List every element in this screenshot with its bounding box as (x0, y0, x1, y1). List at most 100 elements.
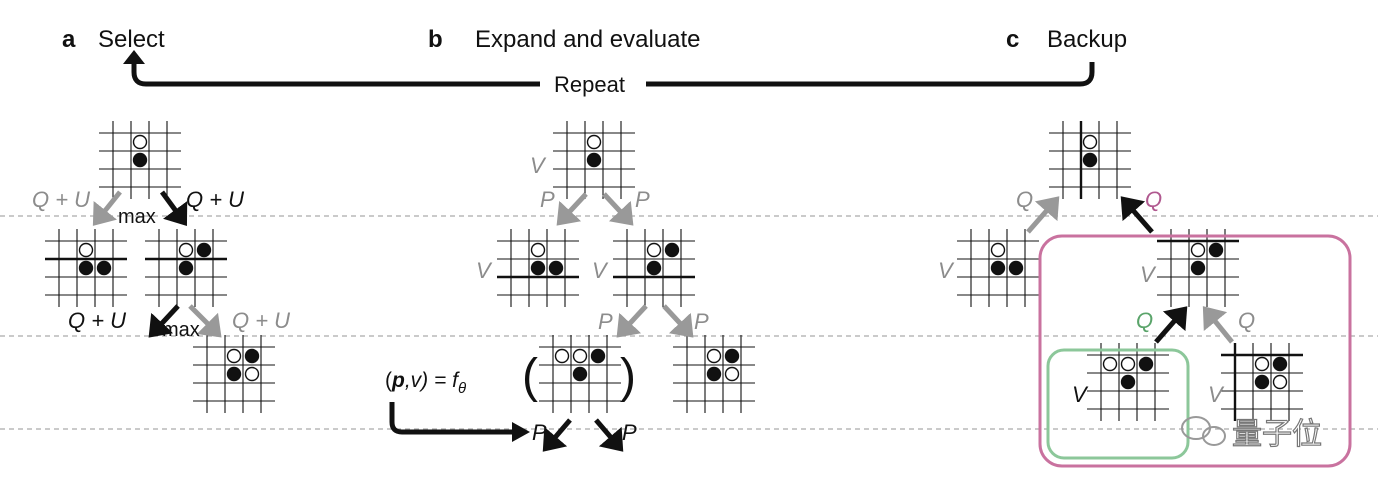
arrow-b-leaf-right (594, 418, 624, 452)
white-stone (554, 348, 570, 364)
black-stone (990, 260, 1006, 276)
label-b-v-left: V (476, 258, 493, 283)
white-stone (1120, 356, 1136, 372)
black-stone (1272, 356, 1288, 372)
watermark-text: 量子位 (1232, 418, 1322, 451)
black-stone (530, 260, 546, 276)
label-c-v-left: V (938, 258, 955, 283)
go-board-a-leaf (193, 335, 275, 413)
black-stone (590, 348, 606, 364)
black-stone (548, 260, 564, 276)
white-stone (244, 366, 260, 382)
leaf-evaluation-highlight (1046, 348, 1190, 460)
go-board-c-leaf-green (1087, 343, 1169, 421)
label-c-v-leaf-grey: V (1208, 382, 1225, 407)
black-stone (646, 260, 662, 276)
arrow-b-mid-left (616, 304, 648, 338)
black-stone (226, 366, 242, 382)
panel-b-letter: b (428, 26, 443, 53)
black-stone (1208, 242, 1224, 258)
arrow-a-mid-left (148, 304, 180, 338)
black-stone (1082, 152, 1098, 168)
label-c-q-grey-bottom: Q (1238, 308, 1255, 333)
white-stone (990, 242, 1006, 258)
label-a-max-1: max (118, 206, 156, 228)
label-a-max-2: max (162, 319, 200, 341)
white-stone (586, 134, 602, 150)
arrow-c-grey-up (1202, 306, 1234, 344)
black-stone (178, 260, 194, 276)
label-b-p-5: P (532, 420, 547, 445)
label-a-qu-bottom-left: Q + U (68, 308, 126, 333)
black-stone (724, 348, 740, 364)
go-board-a-left (45, 229, 127, 307)
arrow-c-right-up (1120, 196, 1154, 234)
black-stone (664, 242, 680, 258)
black-stone (572, 366, 588, 382)
go-board-b-root (553, 121, 635, 199)
label-a-qu-bottom-right: Q + U (232, 308, 290, 333)
wechat-icon (1181, 416, 1226, 446)
label-a-qu-left: Q + U (32, 187, 90, 212)
label-b-p-2: P (635, 187, 650, 212)
white-stone (1254, 356, 1270, 372)
panel-a-letter: a (62, 26, 76, 53)
black-stone (1120, 374, 1136, 390)
label-c-v-leaf-black: V (1072, 382, 1089, 407)
network-input-arrow (389, 402, 512, 435)
label-b-p-3: P (598, 309, 613, 334)
go-board-c-mid (1157, 229, 1239, 307)
go-board-c-root (1049, 121, 1131, 199)
label-b-root-v: V (530, 153, 547, 178)
backup-subtree-highlight (1038, 234, 1352, 468)
paren-right: ) (620, 350, 636, 403)
label-b-p-4: P (694, 309, 709, 334)
black-stone (1138, 356, 1154, 372)
arrow-a-root-right (159, 190, 188, 227)
arrow-b-root-right (602, 192, 634, 226)
arrow-a-mid-right (188, 304, 222, 338)
panel-c-letter: c (1006, 26, 1019, 53)
black-stone (132, 152, 148, 168)
white-stone (132, 134, 148, 150)
board-group (45, 121, 1303, 421)
panel-a-title: Select (98, 26, 165, 53)
watermark: 量子位 (1181, 416, 1323, 452)
black-stone (706, 366, 722, 382)
panel-b-title: Expand and evaluate (475, 26, 701, 53)
white-stone (226, 348, 242, 364)
paren-left: ( (522, 350, 538, 403)
go-board-a-root (99, 121, 181, 199)
label-b-p-6: P (622, 420, 637, 445)
white-stone (78, 242, 94, 258)
white-stone (706, 348, 722, 364)
arrow-c-green-up (1154, 306, 1188, 344)
black-stone (78, 260, 94, 276)
arrow-a-root-left (92, 190, 122, 226)
repeat-loop-tail (646, 62, 1095, 87)
black-stone (1008, 260, 1024, 276)
white-stone (572, 348, 588, 364)
black-stone (1190, 260, 1206, 276)
label-c-v-mid: V (1140, 262, 1157, 287)
panel-c-title: Backup (1047, 26, 1127, 53)
white-stone (178, 242, 194, 258)
repeat-loop-arrow (131, 62, 540, 87)
label-a-qu-right: Q + U (186, 187, 244, 212)
label-c-q-green: Q (1136, 308, 1153, 333)
label-c-q-pink: Q (1145, 187, 1162, 212)
white-stone (724, 366, 740, 382)
black-stone (196, 242, 212, 258)
arrow-b-mid-right (662, 304, 694, 338)
white-stone (1190, 242, 1206, 258)
white-stone (530, 242, 546, 258)
network-label: (p,v) = fθ (385, 369, 466, 397)
go-board-b-left (497, 229, 579, 307)
white-stone (1102, 356, 1118, 372)
white-stone (1272, 374, 1288, 390)
label-c-q-grey-top: Q (1016, 187, 1033, 212)
arrow-c-left-up (1026, 196, 1060, 234)
go-board-c-left (957, 229, 1039, 307)
go-board-b-leaf-right (673, 335, 755, 413)
white-stone (646, 242, 662, 258)
